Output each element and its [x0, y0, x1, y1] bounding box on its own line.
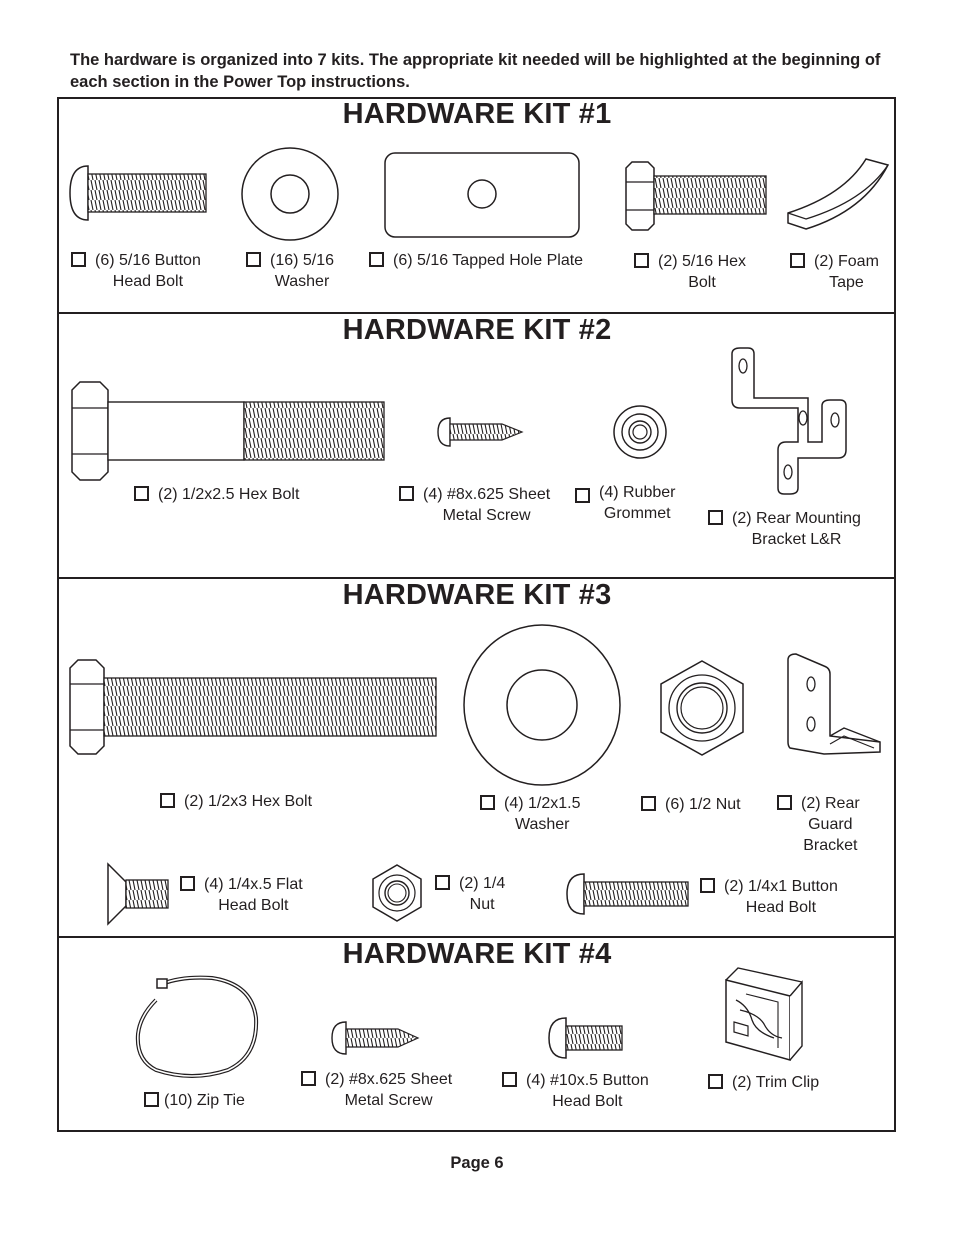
kit1-item: (6) 5/16 Tapped Hole Plate — [369, 250, 583, 271]
hex-bolt-icon — [625, 161, 767, 231]
flat-head-bolt-icon — [107, 862, 169, 926]
kit4-item: (10) Zip Tie — [144, 1090, 245, 1111]
checkbox[interactable] — [502, 1072, 517, 1087]
kit-title: HARDWARE KIT #4 — [342, 938, 612, 970]
kit3-item: (2) Rear Guard Bracket — [777, 793, 860, 856]
hardware-kits-frame — [57, 97, 896, 1132]
checkbox[interactable] — [71, 252, 86, 267]
kit2-item: (4) Rubber Grommet — [575, 482, 675, 524]
tapped-plate-icon — [384, 152, 580, 238]
angle-bracket-icon — [787, 653, 881, 755]
intro-text: The hardware is organized into 7 kits. T… — [70, 51, 881, 91]
checkbox[interactable] — [144, 1092, 159, 1107]
kit1-item: (16) 5/16 Washer — [246, 250, 334, 292]
page-number: Page 6 — [450, 1154, 504, 1172]
kit1-item: (2) Foam Tape — [790, 251, 879, 293]
checkbox[interactable] — [790, 253, 805, 268]
kit3-item: (6) 1/2 Nut — [641, 794, 741, 815]
kit2-item: (2) 1/2x2.5 Hex Bolt — [134, 484, 299, 505]
kit1-item: (2) 5/16 Hex Bolt — [634, 251, 746, 293]
kit3-item: (2) 1/4x1 Button Head Bolt — [700, 876, 838, 918]
kit3-item: (2) 1/2x3 Hex Bolt — [160, 791, 312, 812]
long-hex-bolt-icon — [71, 381, 385, 481]
checkbox[interactable] — [777, 795, 792, 810]
checkbox[interactable] — [399, 486, 414, 501]
kit-title: HARDWARE KIT #2 — [342, 314, 612, 346]
small-nut-icon — [372, 864, 422, 922]
kit-divider — [57, 936, 896, 938]
zip-tie-icon — [135, 975, 259, 1078]
checkbox[interactable] — [160, 793, 175, 808]
checkbox[interactable] — [301, 1071, 316, 1086]
kit1-item: (6) 5/16 Button Head Bolt — [71, 250, 201, 292]
checkbox[interactable] — [369, 252, 384, 267]
kit-divider — [57, 312, 896, 314]
sheet-metal-screw-icon — [331, 1021, 420, 1055]
mounting-bracket-icon — [731, 347, 847, 495]
button-head-bolt-icon — [548, 1017, 623, 1059]
kit3-item: (4) 1/4x.5 Flat Head Bolt — [180, 874, 303, 916]
checkbox[interactable] — [641, 796, 656, 811]
foam-tape-icon — [787, 158, 890, 230]
checkbox[interactable] — [435, 875, 450, 890]
washer-icon — [241, 147, 339, 241]
checkbox[interactable] — [480, 795, 495, 810]
kit3-item: (4) 1/2x1.5 Washer — [480, 793, 580, 835]
checkbox[interactable] — [700, 878, 715, 893]
kit2-item: (2) Rear Mounting Bracket L&R — [708, 508, 861, 550]
kit-title: HARDWARE KIT #3 — [342, 579, 612, 611]
button-head-bolt-icon — [566, 873, 689, 915]
large-washer-icon — [463, 624, 621, 786]
kit2-item: (4) #8x.625 Sheet Metal Screw — [399, 484, 550, 526]
checkbox[interactable] — [575, 488, 590, 503]
button-head-bolt-icon — [69, 165, 207, 221]
checkbox[interactable] — [634, 253, 649, 268]
checkbox[interactable] — [708, 1074, 723, 1089]
checkbox[interactable] — [134, 486, 149, 501]
kit3-item: (2) 1/4 Nut — [435, 873, 505, 915]
checkbox[interactable] — [708, 510, 723, 525]
kit-title: HARDWARE KIT #1 — [342, 98, 612, 130]
kit4-item: (2) Trim Clip — [708, 1072, 819, 1093]
hex-bolt-icon — [69, 659, 437, 755]
checkbox[interactable] — [246, 252, 261, 267]
sheet-metal-screw-icon — [437, 417, 524, 447]
checkbox[interactable] — [180, 876, 195, 891]
hex-nut-icon — [660, 660, 744, 756]
trim-clip-icon — [725, 967, 803, 1061]
kit-divider — [57, 577, 896, 579]
kit4-item: (4) #10x.5 Button Head Bolt — [502, 1070, 649, 1112]
rubber-grommet-icon — [613, 405, 667, 459]
kit4-item: (2) #8x.625 Sheet Metal Screw — [301, 1069, 452, 1111]
